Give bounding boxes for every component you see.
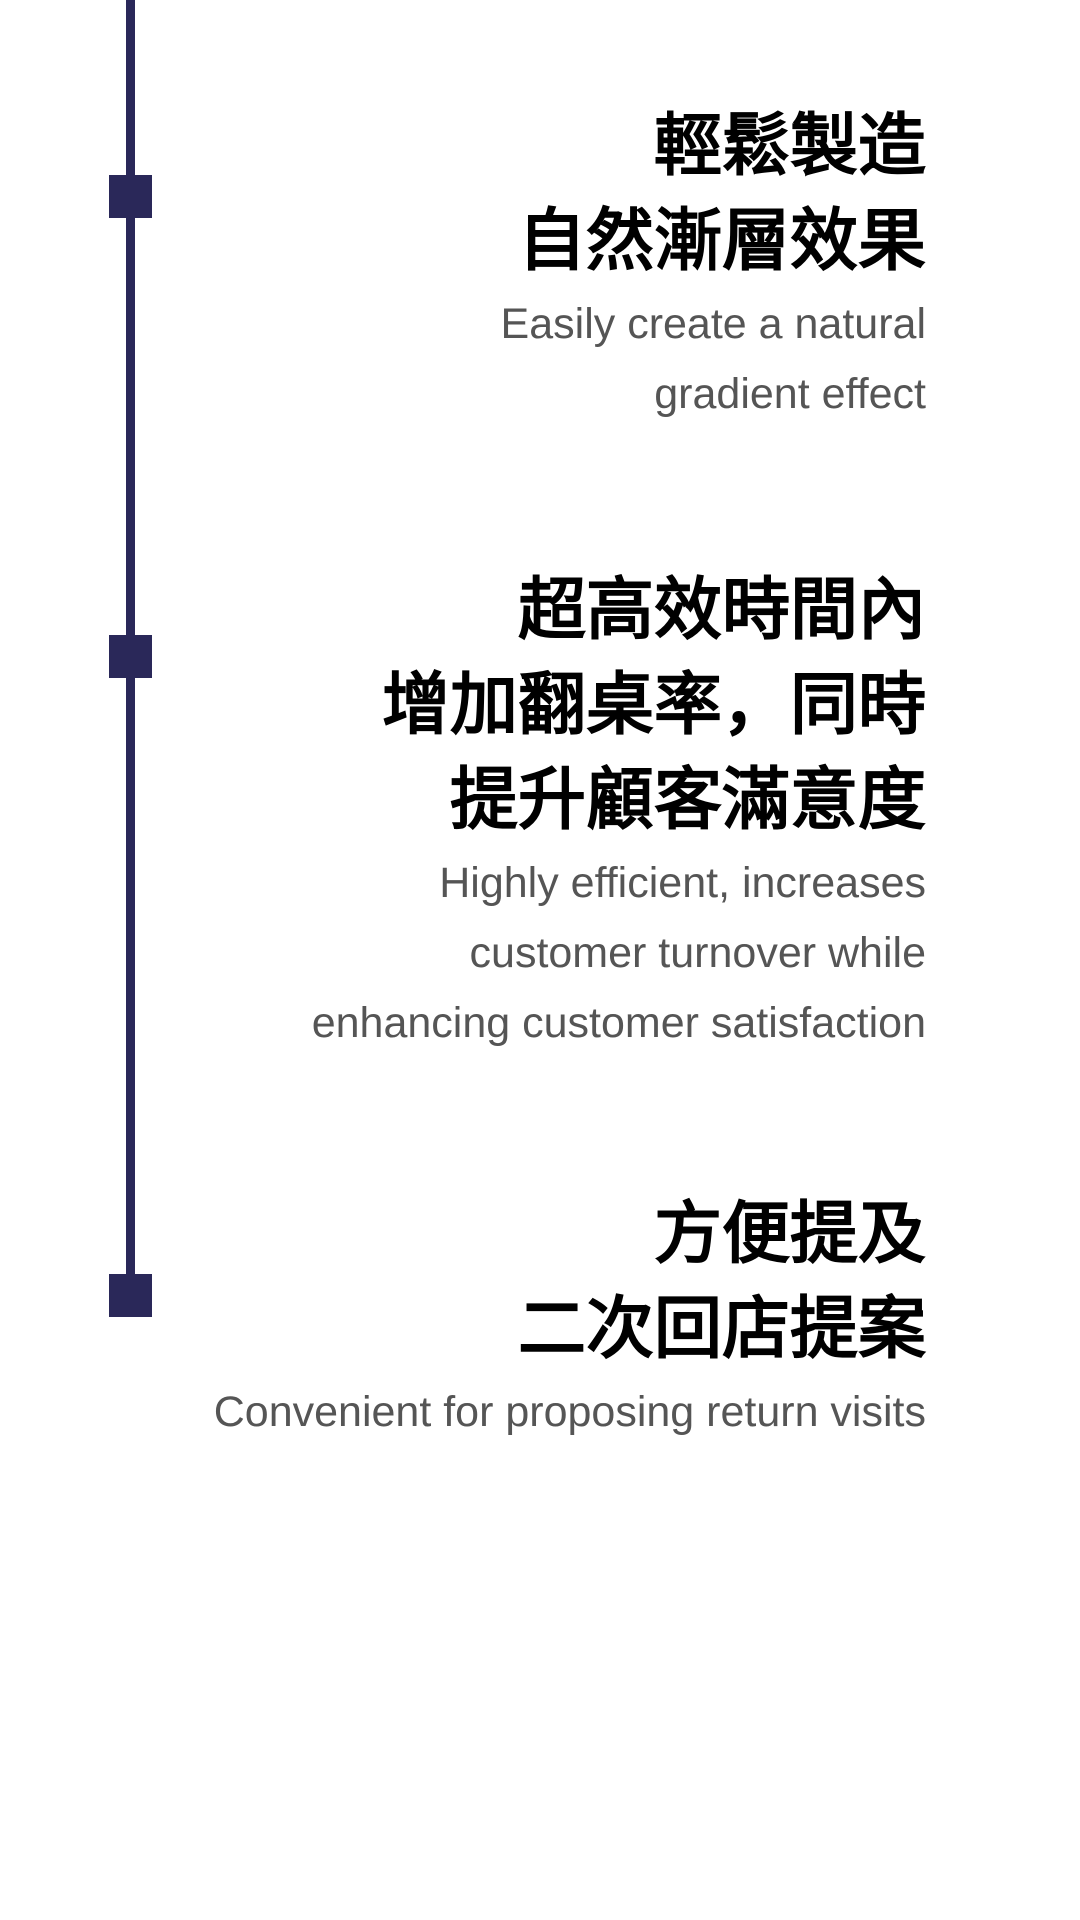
- feature-title-line: 二次回店提案: [517, 1291, 926, 1367]
- feature-subtitle-line: customer turnover while: [469, 929, 926, 977]
- feature-item-2: 超高效時間內 增加翻桌率，同時 提升顧客滿意度 Highly efficient…: [312, 563, 926, 1058]
- timeline-node-3: [109, 1274, 152, 1317]
- feature-title-line: 輕鬆製造: [653, 108, 926, 184]
- feature-title-line: 自然漸層效果: [517, 203, 926, 279]
- timeline-node-2: [109, 635, 152, 678]
- timeline-node-1: [109, 175, 152, 218]
- feature-title-line: 超高效時間內: [517, 572, 926, 648]
- feature-title-line: 提升顧客滿意度: [449, 762, 926, 838]
- feature-subtitle-line: enhancing customer satisfaction: [311, 999, 926, 1047]
- feature-item-1: 輕鬆製造 自然漸層效果 Easily create a natural grad…: [501, 99, 926, 429]
- feature-subtitle-line: Highly efficient, increases: [439, 859, 926, 907]
- feature-title-line: 方便提及: [653, 1196, 926, 1272]
- feature-subtitle-line: Convenient for proposing return visits: [213, 1388, 926, 1436]
- feature-item-3: 方便提及 二次回店提案 Convenient for proposing ret…: [214, 1187, 926, 1447]
- feature-subtitle-line: gradient effect: [654, 370, 926, 418]
- feature-subtitle-line: Easily create a natural: [500, 300, 926, 348]
- feature-title-line: 增加翻桌率，同時: [381, 667, 926, 743]
